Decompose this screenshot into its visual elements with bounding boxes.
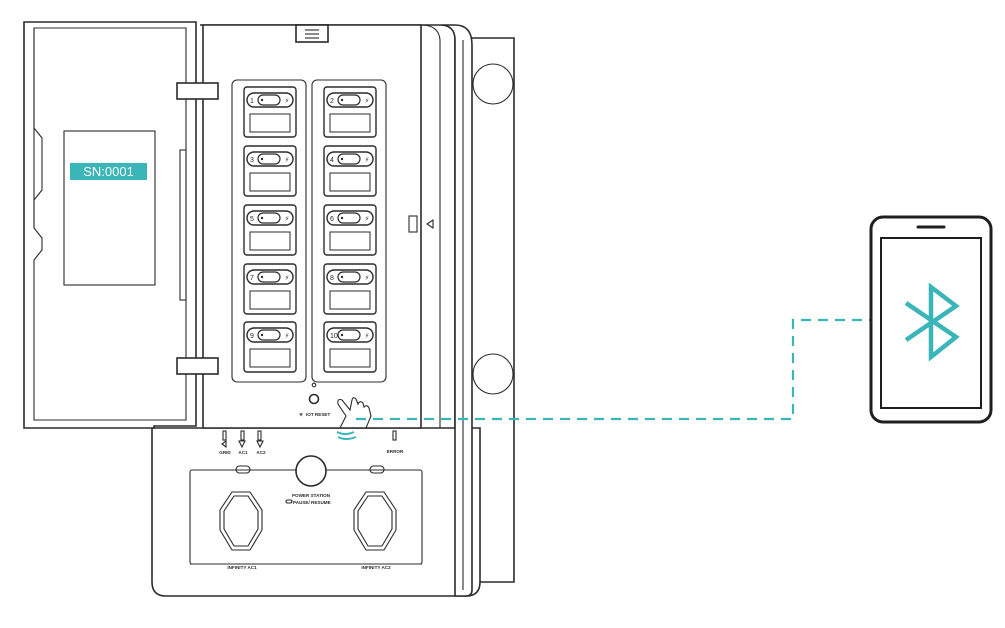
latch-arrow-icon bbox=[426, 218, 434, 230]
serial-number: SN:0001 bbox=[83, 164, 134, 179]
breaker-number: 2 bbox=[330, 98, 334, 105]
error-led bbox=[392, 430, 397, 441]
bluetooth-icon bbox=[904, 282, 960, 362]
breaker-module[interactable]: ⚡6 bbox=[323, 204, 377, 256]
breaker-toggle[interactable] bbox=[246, 269, 294, 285]
ac1-status-pill bbox=[235, 465, 251, 474]
grid-label: GRID bbox=[219, 450, 231, 455]
breaker-toggle[interactable] bbox=[246, 210, 294, 226]
breaker-module[interactable]: ⚡2 bbox=[323, 86, 377, 138]
breaker-module[interactable]: ⚡8 bbox=[323, 263, 377, 315]
wifi-icon: ᯤ bbox=[299, 412, 304, 417]
ac2-status-pill bbox=[369, 465, 385, 474]
breaker-toggle[interactable] bbox=[246, 327, 294, 343]
lightning-icon: ⚡ bbox=[365, 156, 370, 164]
door-panel: SN:0001 bbox=[23, 21, 219, 429]
breaker-number: 9 bbox=[250, 333, 254, 340]
breaker-toggle[interactable] bbox=[326, 327, 374, 343]
breaker-compartment: ⚡1⚡2⚡3⚡4⚡5⚡6⚡7⚡8⚡9⚡10 ᯤ IOT RESET bbox=[202, 24, 441, 429]
label-window bbox=[63, 130, 156, 286]
lightning-icon: ⚡ bbox=[365, 97, 370, 105]
door-latch[interactable] bbox=[408, 215, 418, 233]
lightning-icon: ⚡ bbox=[365, 332, 370, 340]
breaker-number: 3 bbox=[250, 157, 254, 164]
breaker-number: 5 bbox=[250, 216, 254, 223]
door-rib bbox=[179, 149, 187, 301]
bluetooth-connection-line bbox=[356, 318, 870, 421]
power-station-label: POWER STATION bbox=[292, 493, 331, 498]
breaker-number: 7 bbox=[250, 275, 254, 282]
ac1-led bbox=[240, 430, 245, 441]
pause-resume-label: PAUSE/ RESUME bbox=[293, 500, 331, 505]
infinity-ac2-outlet bbox=[353, 491, 397, 551]
breaker-toggle[interactable] bbox=[326, 210, 374, 226]
breaker-toggle[interactable] bbox=[246, 151, 294, 167]
breaker-module[interactable]: ⚡7 bbox=[243, 263, 297, 315]
ac1-label: AC1 bbox=[238, 450, 248, 455]
iot-reset-label: IOT RESET bbox=[306, 412, 330, 417]
breaker-module[interactable]: ⚡4 bbox=[323, 145, 377, 197]
breaker-number: 4 bbox=[330, 157, 334, 164]
lightning-icon: ⚡ bbox=[285, 274, 290, 282]
power-station-button[interactable] bbox=[295, 455, 327, 487]
ac2-shield-icon bbox=[256, 440, 264, 449]
breaker-number: 1 bbox=[250, 98, 254, 105]
lightning-icon: ⚡ bbox=[285, 156, 290, 164]
pause-icon bbox=[285, 499, 293, 504]
grid-led bbox=[222, 430, 227, 441]
hand-pointer-icon bbox=[336, 397, 372, 440]
ac2-led bbox=[257, 430, 262, 441]
serial-badge bbox=[70, 163, 147, 180]
breaker-group: ⚡1⚡2⚡3⚡4⚡5⚡6⚡7⚡8⚡9⚡10 bbox=[243, 86, 377, 373]
ac1-shield-icon bbox=[238, 440, 246, 449]
lightning-icon: ⚡ bbox=[365, 215, 370, 223]
infinity-ac1-label: INFINITY AC1 bbox=[227, 565, 257, 570]
breaker-module[interactable]: ⚡5 bbox=[243, 204, 297, 256]
breaker-toggle[interactable] bbox=[326, 269, 374, 285]
breaker-module[interactable]: ⚡ 10 bbox=[323, 321, 377, 373]
hinge-bottom bbox=[176, 357, 219, 375]
error-label: ERROR bbox=[387, 449, 404, 454]
smartphone bbox=[869, 215, 993, 424]
breaker-module[interactable]: ⚡1 bbox=[243, 86, 297, 138]
breaker-module[interactable]: ⚡9 bbox=[243, 321, 297, 373]
lightning-icon: ⚡ bbox=[285, 332, 290, 340]
breaker-toggle[interactable] bbox=[246, 92, 294, 108]
breaker-number: 6 bbox=[330, 216, 334, 223]
infinity-ac2-label: INFINITY AC2 bbox=[361, 565, 391, 570]
signal-icon bbox=[221, 439, 227, 449]
lightning-icon: ⚡ bbox=[285, 97, 290, 105]
breaker-number: 10 bbox=[330, 333, 338, 340]
breaker-number: 8 bbox=[330, 275, 334, 282]
ac2-label: AC2 bbox=[256, 450, 266, 455]
iot-reset-button[interactable] bbox=[308, 393, 320, 405]
lightning-icon: ⚡ bbox=[285, 215, 290, 223]
breaker-module[interactable]: ⚡3 bbox=[243, 145, 297, 197]
breaker-strip-right bbox=[311, 79, 387, 383]
infinity-ac1-outlet bbox=[219, 491, 263, 551]
hinge-top bbox=[176, 82, 219, 100]
breaker-toggle[interactable] bbox=[326, 151, 374, 167]
main-body bbox=[200, 24, 473, 597]
lower-housing: POWER STATION PAUSE/ RESUME INFINITY AC1… bbox=[151, 427, 481, 597]
lightning-icon: ⚡ bbox=[365, 274, 370, 282]
breaker-strip-left bbox=[231, 79, 307, 383]
breaker-toggle[interactable] bbox=[326, 92, 374, 108]
